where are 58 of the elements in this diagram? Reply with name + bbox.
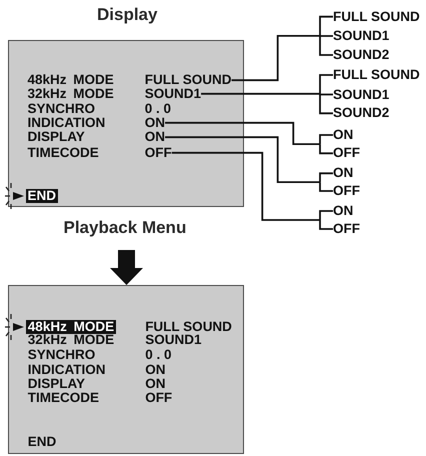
- option-label: FULL SOUND: [333, 10, 420, 24]
- section-heading: Playback Menu: [64, 218, 186, 238]
- connector-line: [319, 220, 333, 230]
- menu-item-label: INDICATION: [28, 362, 106, 376]
- connector-line: [319, 94, 333, 114]
- connector-line: [319, 16, 333, 36]
- option-label: OFF: [333, 146, 360, 160]
- menu-item-label: DISPLAY: [28, 376, 86, 390]
- connector-line: [319, 172, 333, 182]
- option-label: OFF: [333, 184, 360, 198]
- block-arrow: [110, 250, 143, 285]
- connector-line: [165, 122, 320, 146]
- menu-value: 0 . 0: [145, 348, 172, 362]
- menu-value: ON: [144, 116, 166, 130]
- option-label: ON: [333, 166, 354, 180]
- menu-value: OFF: [145, 390, 172, 405]
- connector-line: [319, 74, 333, 94]
- menu-item-label: SYNCHRO: [28, 348, 96, 362]
- menu-value: FULL SOUND: [145, 320, 232, 334]
- option-label: OFF: [333, 222, 360, 236]
- connector-line: [232, 35, 320, 82]
- menu-value: 0 . 0: [144, 102, 172, 116]
- menu-item-label: 32kHz MODE: [28, 333, 114, 348]
- option-label: ON: [333, 128, 354, 142]
- option-label: SOUND2: [333, 48, 390, 62]
- connector-line: [319, 35, 333, 37]
- option-label: SOUND1: [333, 88, 390, 102]
- menu-value: ON: [145, 376, 166, 390]
- menu-value: ON: [144, 130, 166, 144]
- menu-screen: [8, 40, 244, 207]
- menu-item-label: TIMECODE: [28, 390, 100, 405]
- option-label: SOUND2: [333, 106, 390, 120]
- menu-value: FULL SOUND: [144, 73, 232, 88]
- option-label: FULL SOUND: [333, 68, 420, 82]
- diagram-title: Display: [97, 5, 158, 25]
- menu-value: SOUND1: [144, 86, 202, 101]
- connector-line: [319, 182, 333, 192]
- connector-line: [319, 134, 333, 144]
- connector-line: [165, 136, 320, 184]
- menu-item-label: INDICATION: [28, 116, 106, 130]
- connector-line: [201, 92, 320, 95]
- menu-item-label: END: [28, 435, 56, 450]
- menu-value: OFF: [144, 146, 172, 160]
- connector-line: [172, 152, 320, 221]
- connector-line: [319, 144, 333, 154]
- menu-item-label: TIMECODE: [28, 146, 99, 160]
- menu-item-label: 32kHz MODE: [28, 86, 114, 101]
- menu-item-label: DISPLAY: [28, 130, 85, 144]
- connector-line: [319, 210, 333, 220]
- menu-value: ON: [145, 362, 166, 376]
- connector-line: [319, 36, 333, 56]
- menu-item-label: 48kHz MODE: [28, 73, 114, 88]
- option-label: SOUND1: [333, 29, 390, 43]
- menu-value: SOUND1: [145, 333, 202, 348]
- menu-item-label: SYNCHRO: [28, 102, 96, 116]
- connector-line: [319, 93, 333, 96]
- menu-screen: [8, 285, 244, 454]
- option-label: ON: [333, 204, 354, 218]
